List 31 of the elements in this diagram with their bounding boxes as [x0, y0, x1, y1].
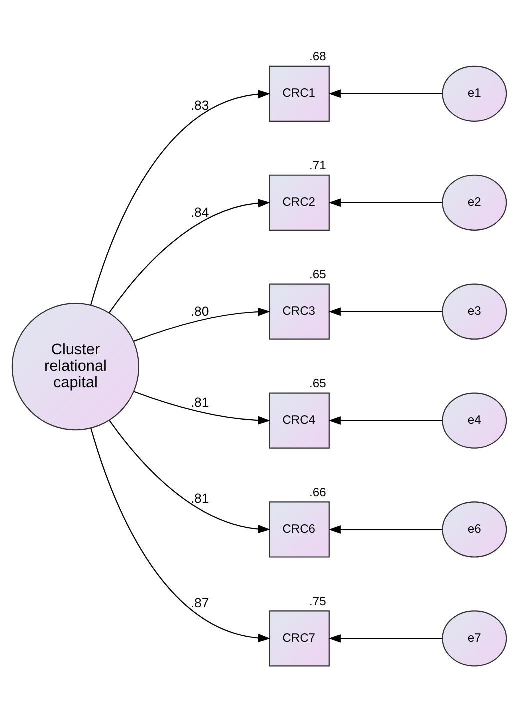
- arrow: [90, 428, 271, 642]
- node-label: .66: [310, 485, 326, 500]
- node-ellipse: e6: [442, 502, 508, 558]
- node-label: .75: [310, 594, 326, 608]
- node-ellipse: e2: [442, 174, 508, 231]
- node-label: .65: [310, 268, 326, 282]
- node-ellipse: e1: [442, 66, 508, 122]
- edge-label: .84: [190, 204, 210, 220]
- edge-label: .83: [190, 98, 210, 113]
- arrow: [328, 416, 443, 426]
- arrow: [328, 634, 443, 643]
- node-label: .65: [310, 376, 326, 391]
- arrow: [134, 391, 271, 425]
- edge-label: .81: [190, 490, 210, 506]
- arrow: [328, 525, 443, 534]
- node-label: .71: [310, 158, 326, 173]
- edge-label: .80: [190, 304, 210, 319]
- edge-label: .81: [190, 395, 210, 410]
- edge-label: .87: [190, 595, 210, 610]
- arrow: [108, 199, 271, 314]
- node-ellipse: e7: [442, 610, 508, 667]
- node-ellipse: e4: [442, 392, 508, 449]
- node-label: .68: [310, 50, 326, 64]
- node-circle: Cluster relational capital: [12, 303, 140, 431]
- arrow: [109, 420, 271, 534]
- arrow: [328, 198, 443, 208]
- arrow: [90, 90, 271, 306]
- arrow: [328, 308, 443, 316]
- node-ellipse: e3: [442, 284, 508, 340]
- arrow: [134, 308, 271, 342]
- arrow: [328, 90, 443, 98]
